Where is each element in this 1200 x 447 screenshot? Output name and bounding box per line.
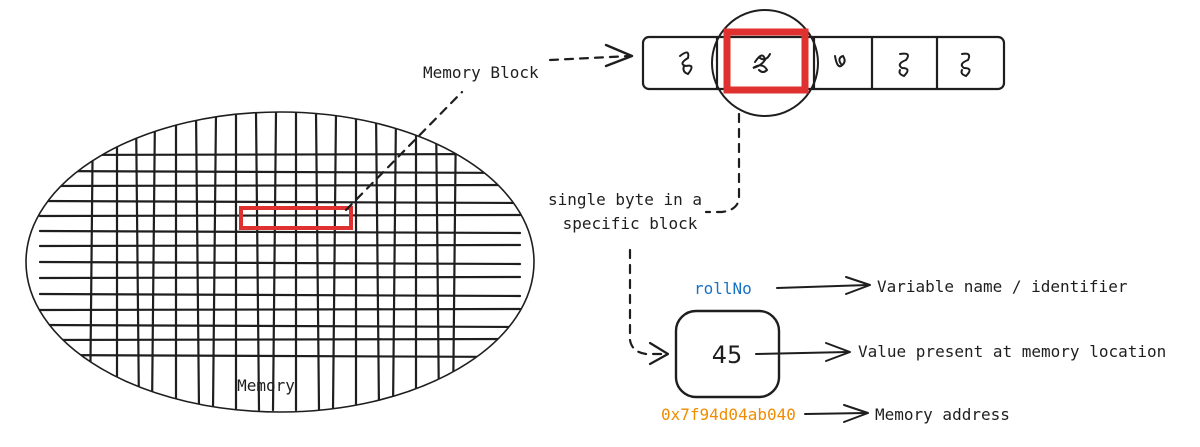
memory-block-outline [641,35,1006,91]
variable-name-arrow [776,276,871,295]
grid-column-line [194,112,201,412]
variable-name-description: Variable name / identifier [877,277,1128,296]
scribble-icon [898,52,909,78]
grid-row-line [38,323,522,329]
grid-row-line [38,292,522,298]
memory-block-dividers [715,37,939,89]
single-byte-label-line2: specific block [563,214,698,233]
memory-block [641,9,1006,117]
grid-row-line [38,353,522,359]
grid-row-line [38,199,522,205]
value-text: 45 [712,341,743,369]
grid-row-line [38,169,522,175]
variable-name: rollNo [694,279,752,298]
grid-column-line [331,112,338,412]
scribble-icon [679,51,693,76]
memory-block-magnifier [711,9,819,117]
grid-column-line [134,112,141,412]
grid-column-line [211,112,218,412]
memory-grid [38,112,522,412]
grid-column-line [254,112,261,412]
grid-column-line [88,112,95,412]
grid-row-line [38,183,522,188]
memory-label: Memory [237,376,295,395]
memory-grid-highlight [239,206,353,230]
grid-to-label-connector [344,90,464,212]
grid-column-line [451,112,458,412]
grid-column-line [271,112,278,412]
label-to-block-arrow [548,43,634,68]
address-arrow [804,404,869,423]
memory-ellipse [25,111,535,413]
address-description: Memory address [875,405,1010,424]
grid-row-line [38,337,522,342]
value-description: Value present at memory location [858,342,1166,361]
memory-region: Memory [25,111,535,413]
memory-block-label: Memory Block [423,63,539,82]
grid-row-line [38,152,522,157]
grid-row-line [38,243,522,248]
grid-column-line [150,112,157,412]
scribble-icon [960,52,971,78]
memory-address: 0x7f94d04ab040 [661,405,796,424]
scribble-icon [752,53,771,73]
grid-column-line [374,112,381,412]
grid-row-line [38,275,522,280]
byte-to-value-arrow [628,248,670,366]
single-byte-label-line1: single byte in a [548,190,702,209]
block-to-byte-connector [704,112,741,214]
grid-column-line [434,112,441,412]
grid-column-line [314,112,321,412]
value-arrow [755,342,851,362]
grid-row-line [38,213,522,218]
scribble-icon [834,54,846,68]
grid-column-line [391,112,398,412]
memory-block-highlighted-byte [723,28,809,94]
grid-row-line [38,229,522,235]
grid-row-line [38,307,522,312]
grid-row-line [38,260,522,266]
